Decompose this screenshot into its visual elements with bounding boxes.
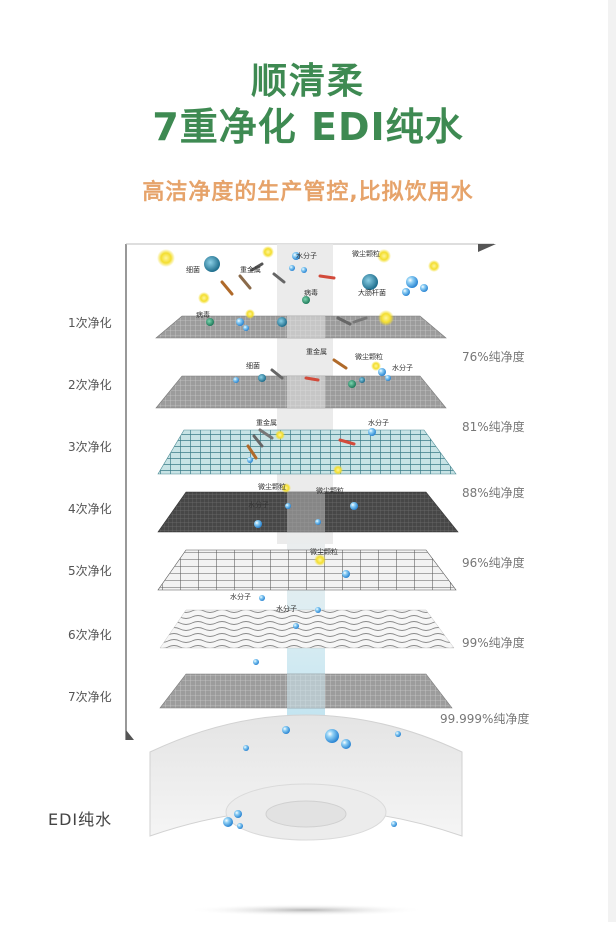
label-dust-4a: 微尘颗粒 bbox=[258, 483, 286, 491]
purity-7: 99.999%纯净度 bbox=[440, 712, 530, 726]
stage-label-6: 6次净化 bbox=[68, 628, 112, 642]
page-edge-strip bbox=[608, 0, 616, 922]
stage-label-4: 4次净化 bbox=[68, 502, 112, 516]
edi-water-label: EDI纯水 bbox=[48, 810, 113, 829]
stage-label-3: 3次净化 bbox=[68, 440, 112, 454]
purity-2: 76%纯净度 bbox=[462, 350, 525, 364]
stage-label-2: 2次净化 bbox=[68, 378, 112, 392]
stage-label-1: 1次净化 bbox=[68, 316, 112, 330]
purity-3: 81%纯净度 bbox=[462, 420, 525, 434]
stage-label-5: 5次净化 bbox=[68, 564, 112, 578]
label-ecoli-top: 大肠杆菌 bbox=[358, 289, 386, 297]
page-title-line2: 7重净化 EDI纯水 bbox=[152, 105, 464, 149]
label-water-6: 水分子 bbox=[276, 605, 297, 613]
purity-4: 88%纯净度 bbox=[462, 486, 525, 500]
label-water-4: 水分子 bbox=[248, 501, 269, 509]
ecoli-icons bbox=[304, 274, 356, 446]
label-dust-top: 微尘颗粒 bbox=[352, 250, 380, 258]
beam-overlay bbox=[287, 316, 325, 708]
label-bacteria-top: 细菌 bbox=[186, 266, 200, 274]
purification-diagram: 1次净化 2次净化 3次净化 4次净化 5次净化 6次净化 7次净化 76%纯净… bbox=[0, 230, 616, 922]
heavy-metal-icons bbox=[220, 262, 368, 460]
label-water-top: 水分子 bbox=[296, 252, 317, 260]
dust-particle-icons bbox=[157, 246, 440, 566]
stage-label-7: 7次净化 bbox=[68, 690, 112, 704]
label-heavy-metal-2: 重金属 bbox=[306, 348, 327, 356]
virus-icons bbox=[206, 296, 356, 388]
label-water-2: 水分子 bbox=[392, 364, 413, 372]
label-virus-top: 病毒 bbox=[304, 289, 318, 297]
label-virus-left: 病毒 bbox=[196, 311, 210, 319]
edi-water-basin bbox=[149, 714, 463, 916]
filter-layer-6 bbox=[159, 609, 455, 649]
filter-layer-5 bbox=[157, 549, 457, 591]
label-dust-5: 微尘颗粒 bbox=[310, 548, 338, 556]
label-heavy-metal-3: 重金属 bbox=[256, 419, 277, 427]
label-dust-2: 微尘颗粒 bbox=[355, 353, 383, 361]
label-heavy-metal-top: 重金属 bbox=[240, 266, 261, 274]
label-water-5: 水分子 bbox=[230, 593, 251, 601]
page-title: 顺清柔 bbox=[250, 61, 365, 102]
label-dust-4b: 微尘颗粒 bbox=[316, 487, 344, 495]
page-subtitle: 高洁净度的生产管控,比拟饮用水 bbox=[142, 180, 474, 205]
label-water-3: 水分子 bbox=[368, 419, 389, 427]
purity-6: 99%纯净度 bbox=[462, 636, 525, 650]
purity-5: 96%纯净度 bbox=[462, 556, 525, 570]
label-bacteria-2: 细菌 bbox=[246, 362, 260, 370]
water-molecule-icons bbox=[223, 252, 428, 829]
bacteria-icons bbox=[204, 256, 378, 383]
purification-diagram-svg bbox=[125, 243, 496, 916]
filter-layer-3 bbox=[157, 429, 457, 475]
